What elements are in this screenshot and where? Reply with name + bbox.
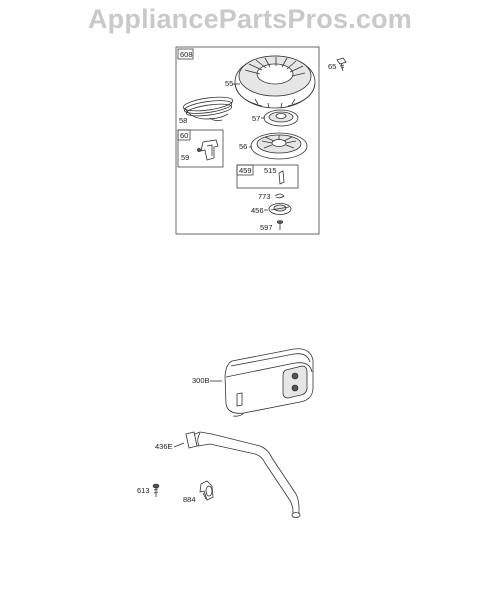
- label-60: 60: [180, 131, 188, 140]
- pawl-515[interactable]: [278, 170, 285, 185]
- label-300B: 300B: [192, 376, 210, 385]
- site-watermark: AppliancePartsPros.com: [87, 4, 412, 34]
- label-57: 57: [252, 114, 260, 123]
- label-65: 65: [328, 62, 336, 71]
- screw-597[interactable]: [276, 220, 284, 231]
- label-613: 613: [137, 486, 150, 495]
- retainer-456[interactable]: [268, 203, 292, 215]
- clip-773[interactable]: [274, 193, 285, 199]
- screw-613[interactable]: [152, 483, 160, 497]
- label-884: 884: [183, 495, 196, 504]
- label-56: 56: [239, 142, 247, 151]
- label-58: 58: [179, 116, 187, 125]
- starter-rope-58[interactable]: [182, 95, 234, 122]
- pulley-56[interactable]: [250, 132, 308, 160]
- label-597: 597: [260, 223, 273, 232]
- assembly-459-tag: [236, 164, 254, 176]
- label-773: 773: [258, 192, 271, 201]
- starter-assembly-group: 608 55 58 57: [175, 46, 320, 235]
- label-459: 459: [239, 166, 252, 175]
- label-456: 456: [251, 206, 264, 215]
- label-515: 515: [264, 166, 277, 175]
- assembly-459-box: [236, 164, 299, 189]
- assembly-60-box: [177, 129, 224, 168]
- muffler-300B[interactable]: [224, 348, 314, 417]
- assembly-608-box: [175, 46, 320, 235]
- label-59: 59: [181, 153, 189, 162]
- label-608: 608: [180, 50, 193, 59]
- clamp-884[interactable]: [199, 480, 214, 501]
- spring-57[interactable]: [263, 109, 299, 127]
- label-436E: 436E: [155, 442, 173, 451]
- assembly-60-tag: [177, 129, 191, 141]
- starter-handle-59[interactable]: [197, 139, 219, 161]
- exhaust-pipe-436E[interactable]: [185, 431, 301, 518]
- label-55: 55: [225, 79, 233, 88]
- starter-housing-55[interactable]: [234, 55, 316, 109]
- assembly-608-tag: [177, 48, 194, 60]
- screw-65[interactable]: [336, 57, 347, 72]
